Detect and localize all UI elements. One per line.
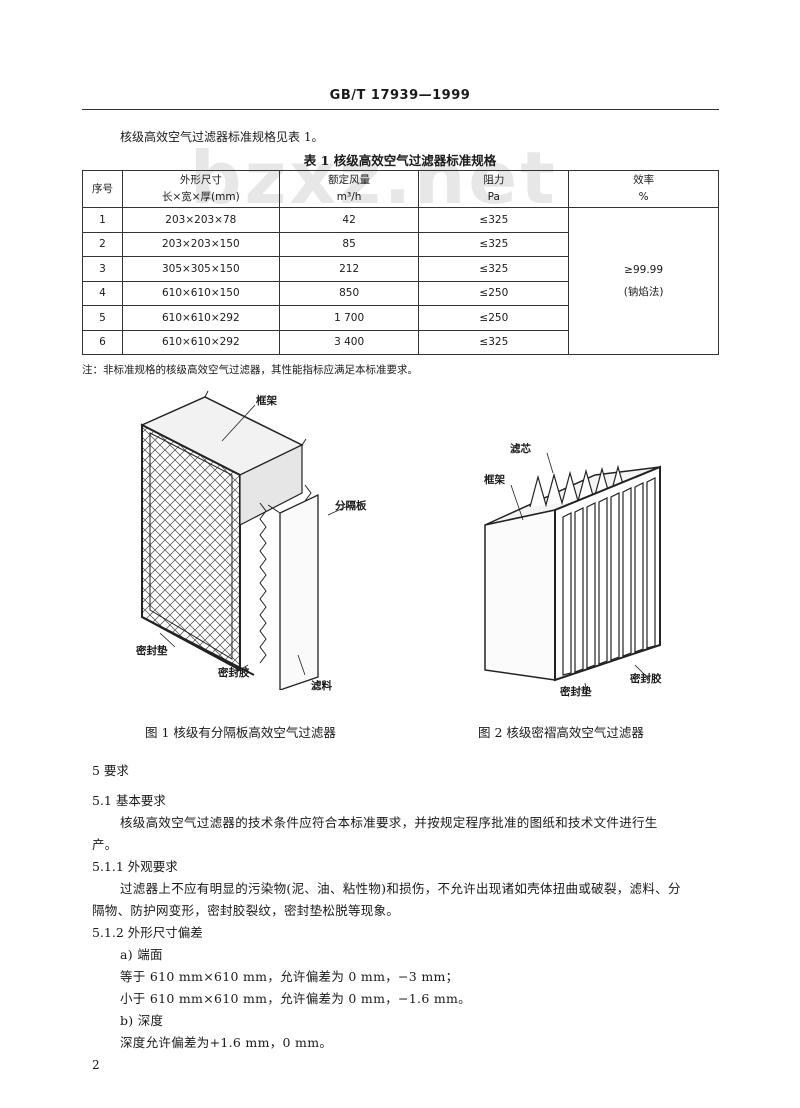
item-a-heading: a) 端面	[120, 947, 163, 962]
header-flow: 额定风量 m³/h	[278, 170, 420, 208]
section-5-1-1-text-line2: 隔物、防护网变形，密封胶裂纹，密封垫松脱等现象。	[92, 903, 400, 918]
cell-flow: 85	[278, 231, 420, 257]
header-no: 序号	[82, 170, 123, 208]
header-resist-bottom: Pa	[487, 191, 500, 203]
cell-no: 1	[82, 207, 123, 233]
efficiency-value: ≥99.99	[624, 264, 664, 276]
fig1-label-separator: 分隔板	[335, 500, 367, 512]
table-header-row: 序号 外形尺寸长×宽×厚(mm) 额定风量 m³/h 阻力 Pa 效率%	[82, 170, 719, 208]
efficiency-method: (钠焰法)	[623, 286, 664, 298]
cell-resistance: ≤325	[418, 256, 570, 282]
fig1-label-sealant: 密封胶	[218, 667, 250, 679]
section-5-1-1-text-line1: 过滤器上不应有明显的污染物(泥、油、粘性物)和损伤，不允许出现诸如壳体扭曲或破裂…	[120, 881, 681, 896]
table-note: 注：非标准规格的核级高效空气过滤器，其性能指标应满足本标准要求。	[82, 364, 418, 376]
section-5-1-text-line2: 产。	[92, 837, 118, 852]
fig2-label-frame: 框架	[484, 474, 505, 486]
frame-side	[484, 509, 556, 681]
page-number: 2	[92, 1058, 100, 1072]
cell-resistance: ≤325	[418, 329, 570, 355]
figure2-illustration	[484, 452, 661, 694]
item-b-heading: b) 深度	[120, 1013, 164, 1028]
header-rule	[82, 109, 719, 110]
cell-resistance: ≤325	[418, 231, 570, 257]
figure1-caption: 图 1 核级有分隔板高效空气过滤器	[145, 725, 336, 740]
fig2-label-core: 滤芯	[510, 443, 531, 455]
table-row: 2 203×203×150 85 ≤325	[82, 231, 719, 257]
header-efficiency: 效率%	[568, 170, 719, 208]
cell-no: 2	[82, 231, 123, 257]
cell-flow: 1 700	[278, 305, 420, 331]
cell-flow: 212	[278, 256, 420, 282]
header-size: 外形尺寸长×宽×厚(mm)	[121, 170, 280, 208]
cell-flow: 850	[278, 280, 420, 306]
fig1-label-gasket: 密封垫	[136, 645, 168, 657]
cell-size: 305×305×150	[121, 256, 280, 282]
figure2-caption: 图 2 核级密褶高效空气过滤器	[478, 725, 644, 740]
table-row: 1 203×203×78 42 ≤325 ≥99.99(钠焰法)	[82, 207, 719, 355]
cell-no: 5	[82, 305, 123, 331]
fig2-label-sealant: 密封胶	[630, 673, 662, 685]
header-resist-top: 阻力	[483, 174, 505, 186]
figure1-illustration	[140, 390, 351, 690]
cell-flow: 42	[278, 207, 420, 233]
item-a-line1: 等于 610 mm×610 mm，允许偏差为 0 mm，−3 mm；	[120, 969, 459, 984]
cell-flow: 3 400	[278, 329, 420, 355]
header-flow-bottom: m³/h	[336, 191, 362, 203]
table-row: 6 610×610×292 3 400 ≤325	[82, 329, 719, 355]
cell-size: 610×610×292	[121, 329, 280, 355]
standard-code-header: GB/T 17939—1999	[329, 88, 471, 103]
intro-text: 核级高效空气过滤器标准规格见表 1。	[120, 130, 324, 144]
section-5-1-2-heading: 5.1.2 外形尺寸偏差	[92, 925, 203, 940]
cell-resistance: ≤250	[418, 305, 570, 331]
separator-pleats	[259, 502, 267, 664]
fig2-label-gasket: 密封垫	[560, 686, 592, 698]
cell-efficiency: ≥99.99 (钠焰法)	[568, 207, 719, 355]
header-size-top: 外形尺寸	[179, 174, 222, 186]
header-size-bottom: 长×宽×厚(mm)	[161, 191, 240, 203]
header-eff-top: 效率	[633, 174, 655, 186]
header-eff-bottom: %	[638, 191, 649, 203]
cell-size: 203×203×150	[121, 231, 280, 257]
header-flow-top: 额定风量	[328, 174, 371, 186]
table-row: 5 610×610×292 1 700 ≤250	[82, 305, 719, 331]
section-5-1-heading: 5.1 基本要求	[92, 793, 166, 808]
header-resistance: 阻力 Pa	[418, 170, 570, 208]
fig1-label-media: 滤料	[311, 680, 332, 692]
cell-size: 610×610×150	[121, 280, 280, 306]
fig1-label-frame: 框架	[256, 395, 277, 407]
section-5-1-1-heading: 5.1.1 外观要求	[92, 859, 178, 874]
cell-size: 203×203×78	[121, 207, 280, 233]
table-title: 表 1 核级高效空气过滤器标准规格	[303, 153, 497, 168]
cell-size: 610×610×292	[121, 305, 280, 331]
section-5-heading: 5 要求	[92, 763, 129, 778]
table-row: 3 305×305×150 212 ≤325	[82, 256, 719, 282]
spec-table: 序号 外形尺寸长×宽×厚(mm) 额定风量 m³/h 阻力 Pa 效率% 1 203…	[82, 170, 719, 355]
table-row: 4 610×610×150 850 ≤250	[82, 280, 719, 306]
cell-resistance: ≤250	[418, 280, 570, 306]
section-5-1-text-line1: 核级高效空气过滤器的技术条件应符合本标准要求，并按规定程序批准的图纸和技术文件进…	[120, 815, 658, 830]
item-b-line1: 深度允许偏差为+1.6 mm，0 mm。	[120, 1035, 333, 1050]
cell-no: 4	[82, 280, 123, 306]
cell-no: 6	[82, 329, 123, 355]
cell-resistance: ≤325	[418, 207, 570, 233]
item-a-line2: 小于 610 mm×610 mm，允许偏差为 0 mm，−1.6 mm。	[120, 991, 471, 1006]
cell-no: 3	[82, 256, 123, 282]
media-sheet	[279, 493, 319, 690]
